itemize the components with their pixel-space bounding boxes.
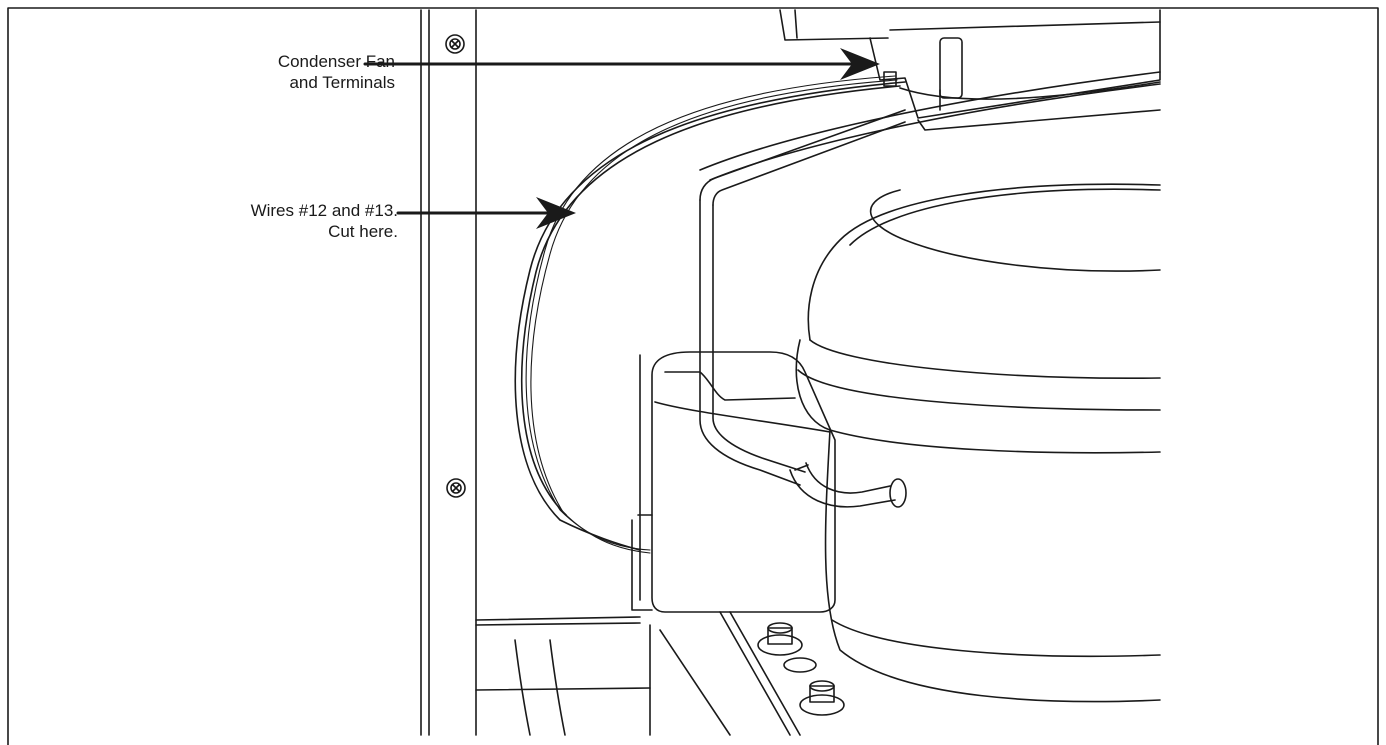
fan-shroud [514, 71, 1161, 601]
base-plate [475, 611, 801, 736]
bolt-lower [799, 680, 845, 716]
leader-arrow-fan [363, 48, 880, 80]
terminal-cover [631, 351, 836, 613]
wires [525, 75, 898, 554]
mount-hole [783, 657, 817, 673]
condenser-fan [779, 9, 1161, 131]
compressor [795, 183, 1161, 703]
callout-condenser-fan-line1: Condenser Fan [277, 52, 395, 71]
callout-condenser-fan: Condenser Fan and Terminals [278, 51, 395, 93]
screw-top [445, 34, 465, 54]
screw-bottom [446, 478, 466, 498]
figure-border [7, 7, 1379, 745]
callout-wires: Wires #12 and #13. Cut here. [251, 200, 398, 242]
bolt-upper [757, 622, 803, 656]
cabinet-rail [420, 9, 477, 736]
callout-condenser-fan-line2: and Terminals [289, 73, 395, 92]
refrigerant-tube [699, 109, 907, 508]
leader-arrow-wires [396, 197, 576, 229]
callout-wires-line2: Cut here. [328, 222, 398, 241]
callout-wires-line1: Wires #12 and #13. [250, 201, 398, 220]
